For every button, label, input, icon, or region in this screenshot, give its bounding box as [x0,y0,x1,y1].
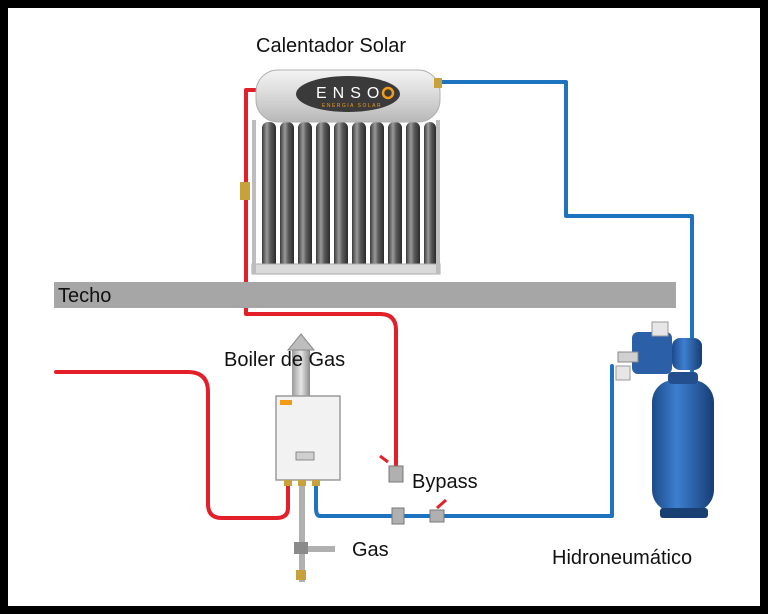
hydroneumatic-label: Hidroneumático [552,547,692,569]
roof-label: Techo [58,285,111,307]
gas-pipe [299,486,305,582]
svg-text:ENERGIA SOLAR: ENERGIA SOLAR [322,103,382,109]
pressure-switch-icon [651,321,669,337]
solar-heater: ENSO ENERGIA SOLAR [240,69,442,275]
bypass-label: Bypass [412,471,478,493]
brass-fitting-icon [240,182,250,200]
chimney [292,350,310,398]
cold-valve-icon [429,509,445,523]
hot-pipe-to-bypass [244,306,398,468]
cold-pipe-hydro-to-boiler [314,364,614,518]
bypass-valves [379,454,447,525]
gas-boiler-label: Boiler de Gas [224,349,345,371]
pressure-tank [652,380,714,512]
bypass-valve-icon [388,465,404,483]
heater-frame-bottom [251,263,441,275]
tee-fitting-icon [391,507,405,525]
pipes [54,80,694,520]
svg-text:ENSO: ENSO [316,85,385,102]
hot-pipe-solar-down [244,88,258,284]
solar-heater-label: Calentador Solar [256,35,406,57]
pump-body [632,332,672,374]
boiler-control-panel [295,451,315,461]
enso-logo: ENSO ENERGIA SOLAR [296,76,400,112]
vacuum-tubes [262,122,436,270]
roof-bar [54,282,676,308]
hydroneumatic-system [615,321,714,518]
hot-pipe-boiler-output [54,370,290,520]
cold-pipe-solar-to-hydro [436,80,694,432]
gas-label: Gas [352,539,389,561]
pump-motor [672,338,702,370]
gas-boiler [275,333,341,582]
boiler-body [275,395,341,481]
chimney-cap-arrow-icon [286,333,316,351]
